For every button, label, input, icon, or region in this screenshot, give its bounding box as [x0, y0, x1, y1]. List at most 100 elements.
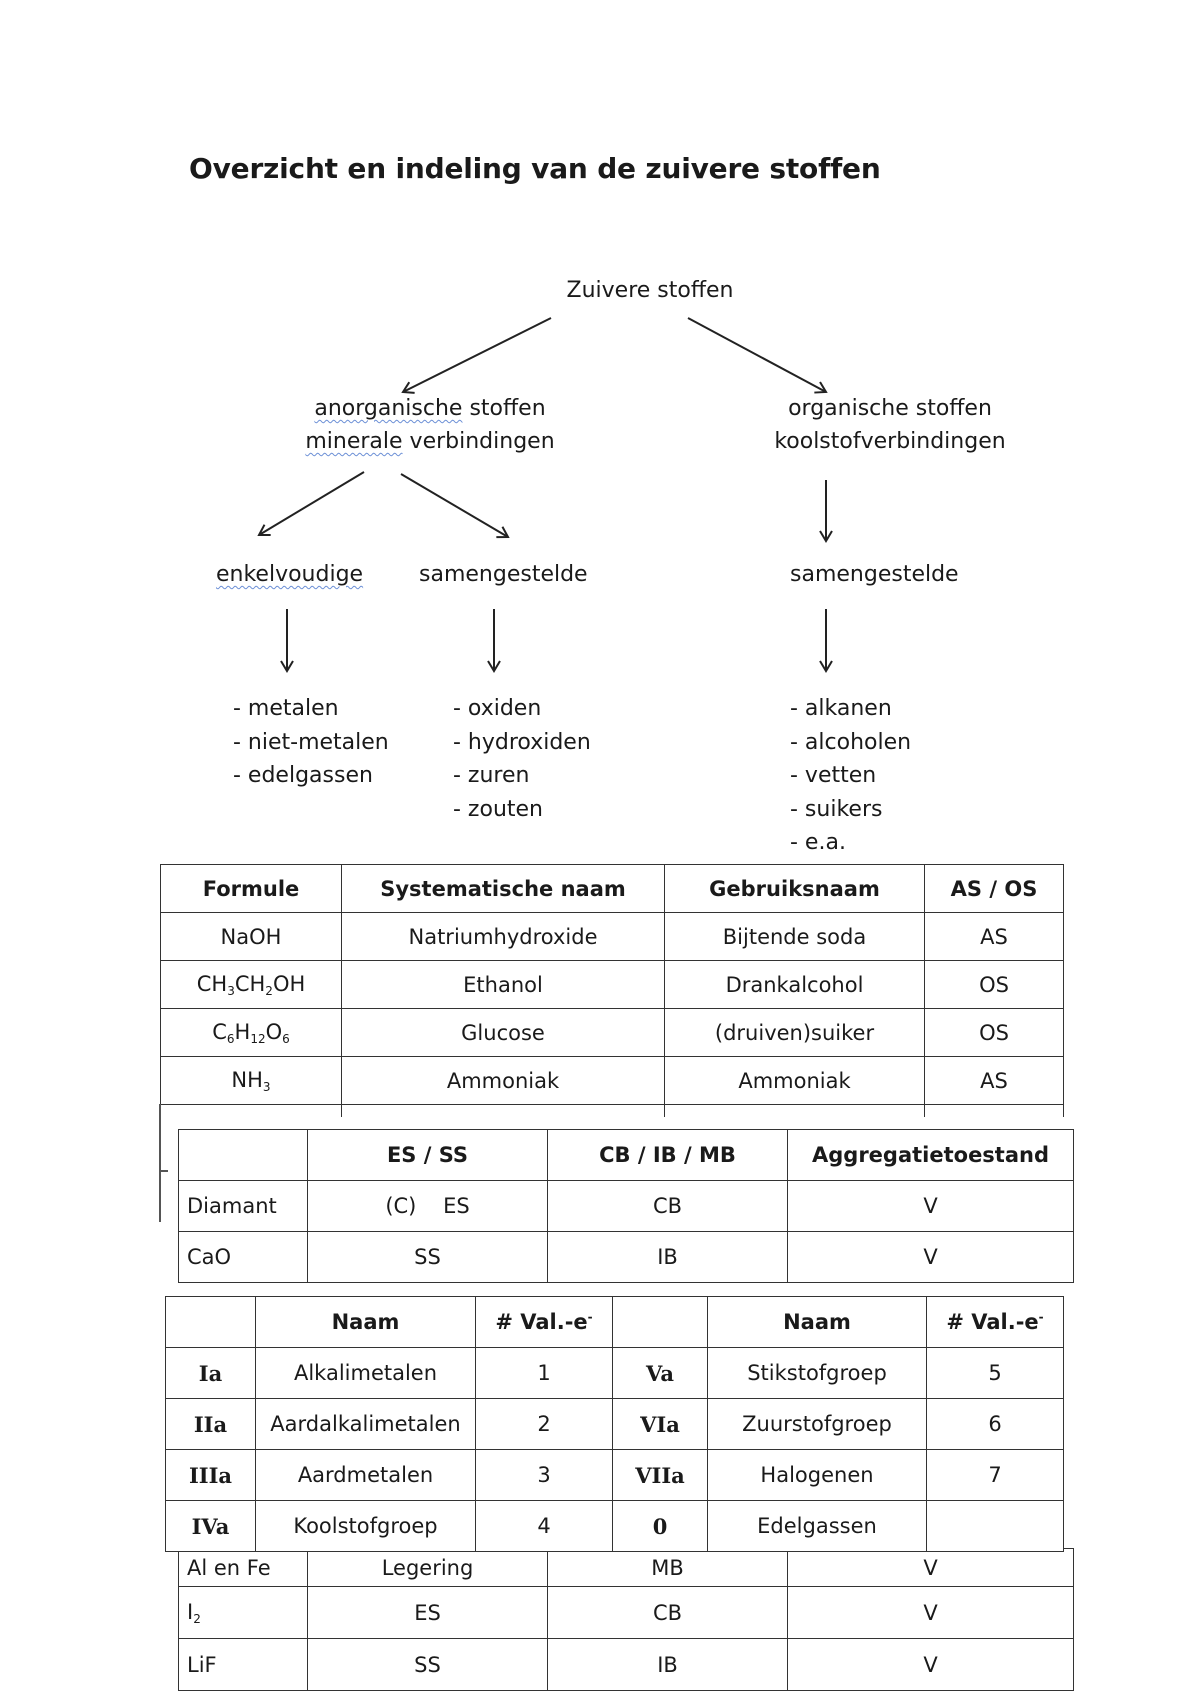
arrow-root-organic: [687, 317, 828, 394]
list-item: - e.a.: [790, 830, 846, 855]
cell: V: [787, 1586, 1074, 1639]
table-edge-fragment: [159, 1170, 168, 1172]
table-edge-fragment: [159, 1104, 161, 1222]
cell: OS: [924, 1008, 1064, 1057]
cell: 5: [926, 1347, 1064, 1399]
cell: I2: [178, 1586, 308, 1639]
header-cb-ib-mb: CB / IB / MB: [547, 1129, 788, 1181]
table-row: CH3CH2OH Ethanol Drankalcohol OS: [160, 960, 1064, 1009]
header-val-e-text: # Val.-e: [946, 1310, 1039, 1334]
cell: Aardmetalen: [255, 1449, 476, 1501]
group-cell: IIa: [165, 1398, 256, 1450]
formula-cell: NaOH: [160, 912, 342, 961]
cell: Glucose: [341, 1008, 665, 1057]
tree-root: Zuivere stoffen: [566, 278, 734, 303]
header-group: [165, 1296, 256, 1348]
formula-table: Formule Systematische naam Gebruiksnaam …: [160, 864, 1064, 1117]
header-aggregatietoestand: Aggregatietoestand: [787, 1129, 1074, 1181]
list-item: - zuren: [453, 763, 530, 788]
page-title: Overzicht en indeling van de zuivere sto…: [189, 152, 881, 185]
cell: Koolstofgroep: [255, 1500, 476, 1552]
inorganic-line2-word2: verbindingen: [409, 429, 555, 454]
tree-inorganic-node: anorganische stoffen minerale verbinding…: [270, 392, 590, 458]
cell: OS: [924, 960, 1064, 1009]
group-cell: Ia: [165, 1347, 256, 1399]
header-val-e: # Val.-e-: [475, 1296, 613, 1348]
cell: 2: [475, 1398, 613, 1450]
header-es-ss: ES / SS: [307, 1129, 548, 1181]
cell: ES: [307, 1586, 548, 1639]
cell: 6: [926, 1398, 1064, 1450]
list-item: - edelgassen: [233, 763, 373, 788]
cell: Ammoniak: [341, 1056, 665, 1105]
header-naam: Naam: [255, 1296, 476, 1348]
cell: Legering: [307, 1548, 548, 1587]
table-row: Ia Alkalimetalen 1 Va Stikstofgroep 5: [165, 1347, 1064, 1399]
cell: IB: [547, 1638, 788, 1691]
cell: 3: [475, 1449, 613, 1501]
list-item: - zouten: [453, 796, 543, 822]
formula-cell: NH3: [160, 1056, 342, 1105]
list-item: - alkanen: [790, 696, 892, 721]
cell: V: [787, 1548, 1074, 1587]
list-item: - oxiden: [453, 696, 542, 721]
table-row: [160, 1104, 1064, 1117]
cell: Stikstofgroep: [707, 1347, 927, 1399]
inorganic-word2: stoffen: [469, 396, 546, 421]
cell: Edelgassen: [707, 1500, 927, 1552]
table-row: LiF SS IB V: [178, 1638, 1074, 1691]
table-header-row: ES / SS CB / IB / MB Aggregatietoestand: [178, 1129, 1074, 1181]
cell: CB: [547, 1586, 788, 1639]
cell: [926, 1500, 1064, 1552]
cell: (druiven)suiker: [664, 1008, 925, 1057]
cell: SS: [307, 1231, 548, 1283]
table-row: NH3 Ammoniak Ammoniak AS: [160, 1056, 1064, 1105]
table-row: IVa Koolstofgroep 4 0 Edelgassen: [165, 1500, 1064, 1552]
cell: Alkalimetalen: [255, 1347, 476, 1399]
formula-cell: C6H12O6: [160, 1008, 342, 1057]
cell: V: [787, 1638, 1074, 1691]
cell: Bijtende soda: [664, 912, 925, 961]
cell: MB: [547, 1548, 788, 1587]
cell: Natriumhydroxide: [341, 912, 665, 961]
group-cell: IIIa: [165, 1449, 256, 1501]
header-group: [612, 1296, 708, 1348]
cell: Aardalkalimetalen: [255, 1398, 476, 1450]
table-row: I2 ES CB V: [178, 1586, 1074, 1639]
table-row: Al en Fe Legering MB V: [178, 1548, 1074, 1587]
list-item: - alcoholen: [790, 729, 912, 755]
list-item: - vetten: [790, 763, 877, 788]
tree-organic-node: organische stoffen koolstofverbindingen: [745, 392, 1035, 458]
arrow-inorganic-compound: [400, 473, 510, 539]
tree-compound-organic-node: samengestelde: [790, 562, 959, 587]
list-item: - suikers: [790, 796, 883, 822]
cell: 1: [475, 1347, 613, 1399]
cell: CB: [547, 1180, 788, 1232]
table-row: IIIa Aardmetalen 3 VIIa Halogenen 7: [165, 1449, 1064, 1501]
cell: Ammoniak: [664, 1056, 925, 1105]
cell: V: [787, 1231, 1074, 1283]
cell: Drankalcohol: [664, 960, 925, 1009]
organic-line2: koolstofverbindingen: [774, 429, 1006, 454]
cell: LiF: [178, 1638, 308, 1691]
table-row: CaO SS IB V: [178, 1231, 1074, 1283]
group-cell: IVa: [165, 1500, 256, 1552]
list-item: - niet-metalen: [233, 729, 389, 755]
table-row: NaOH Natriumhydroxide Bijtende soda AS: [160, 912, 1064, 961]
arrow-root-inorganic: [401, 317, 552, 394]
table-row: Diamant (C) ES CB V: [178, 1180, 1074, 1232]
tree-simple-node: enkelvoudige: [216, 558, 363, 591]
inorganic-line2-word1: minerale: [305, 429, 403, 454]
list-item: - metalen: [233, 696, 339, 721]
cell: Zuurstofgroep: [707, 1398, 927, 1450]
table-row: C6H12O6 Glucose (druiven)suiker OS: [160, 1008, 1064, 1057]
substance-table-bottom: Al en Fe Legering MB V I2 ES CB V LiF SS…: [178, 1548, 1074, 1691]
compound-organic-list: - alkanen - alcoholen - vetten - suikers…: [790, 692, 911, 860]
list-item: - hydroxiden: [453, 729, 591, 755]
groups-table: Naam # Val.-e- Naam # Val.-e- Ia Alkalim…: [165, 1296, 1064, 1552]
header-systematische-naam: Systematische naam: [341, 864, 665, 913]
simple-list: - metalen - niet-metalen - edelgassen: [233, 692, 389, 793]
substance-table: ES / SS CB / IB / MB Aggregatietoestand …: [178, 1129, 1074, 1283]
group-cell: VIIa: [612, 1449, 708, 1501]
